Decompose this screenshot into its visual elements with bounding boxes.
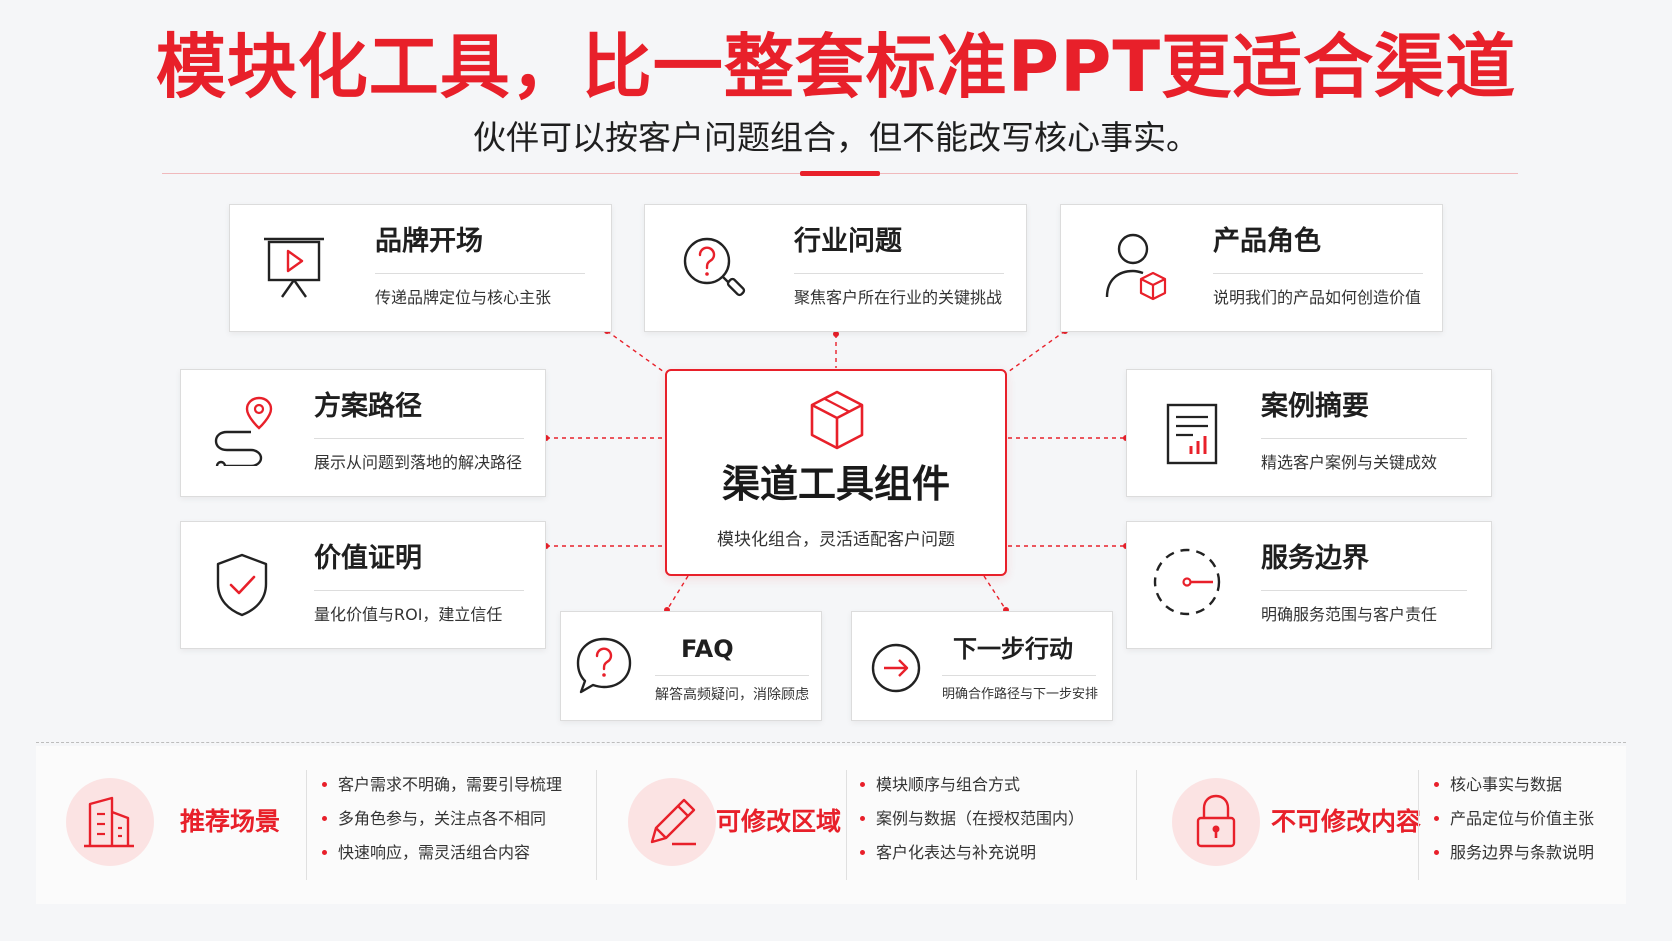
module-title: 案例摘要	[1261, 391, 1369, 422]
bottom-icon-circle	[1172, 778, 1260, 866]
module-desc: 聚焦客户所在行业的关键挑战	[794, 288, 1003, 307]
question-magnifier-icon	[683, 237, 746, 297]
bottom-section-locked: 不可修改内容 核心事实与数据 产品定位与价值主张 服务边界与条款说明	[1136, 746, 1626, 904]
center-title: 渠道工具组件	[721, 462, 950, 506]
center-desc: 模块化组合，灵活适配客户问题	[717, 530, 955, 550]
module-divider	[1261, 590, 1467, 591]
bottom-section-scenario: 推荐场景 客户需求不明确，需要引导梳理 多角色参与，关注点各不相同 快速响应，需…	[36, 746, 597, 904]
bottom-section-divider	[596, 770, 597, 880]
module-card-faq[interactable]: FAQ 解答高频疑问，消除顾虑	[560, 611, 822, 721]
bottom-section-title: 可修改区域	[716, 807, 842, 836]
bottom-section-divider	[1418, 770, 1419, 880]
module-desc: 精选客户案例与关键成效	[1261, 453, 1438, 472]
module-desc: 量化价值与ROI，建立信任	[314, 605, 503, 624]
route-pin-icon	[214, 396, 273, 466]
lock-icon	[1196, 794, 1236, 848]
list-item: 多角色参与，关注点各不相同	[320, 808, 562, 842]
page-title: 模块化工具，比一整套标准PPT更适合渠道	[155, 26, 1517, 108]
bottom-section-list: 模块顺序与组合方式 案例与数据（在授权范围内） 客户化表达与补充说明	[858, 774, 1084, 876]
module-card-service[interactable]: 服务边界 明确服务范围与客户责任	[1126, 521, 1492, 649]
module-desc: 明确服务范围与客户责任	[1261, 605, 1438, 624]
module-title: FAQ	[681, 635, 734, 663]
bottom-icon-circle	[628, 778, 716, 866]
list-item: 客户化表达与补充说明	[858, 842, 1084, 876]
title-divider-accent	[800, 171, 880, 176]
module-card-path[interactable]: 方案路径 展示从问题到落地的解决路径	[180, 369, 546, 497]
module-desc: 传递品牌定位与核心主张	[375, 288, 552, 307]
module-card-case[interactable]: 案例摘要 精选客户案例与关键成效	[1126, 369, 1492, 497]
page-subtitle: 伙伴可以按客户问题组合，但不能改写核心事实。	[473, 118, 1199, 157]
module-divider	[1261, 438, 1467, 439]
dashed-circle-icon	[1153, 548, 1221, 616]
building-icon	[84, 796, 134, 848]
module-title: 行业问题	[794, 226, 902, 257]
module-card-role[interactable]: 产品角色 说明我们的产品如何创造价值	[1060, 204, 1443, 332]
list-item: 核心事实与数据	[1432, 774, 1594, 808]
bottom-section-editable: 可修改区域 模块顺序与组合方式 案例与数据（在授权范围内） 客户化表达与补充说明	[596, 746, 1137, 904]
bottom-section-list: 核心事实与数据 产品定位与价值主张 服务边界与条款说明	[1432, 774, 1594, 876]
module-title: 价值证明	[314, 543, 422, 574]
bottom-section-list: 客户需求不明确，需要引导梳理 多角色参与，关注点各不相同 快速响应，需灵活组合内…	[320, 774, 562, 876]
module-divider	[655, 675, 809, 676]
module-divider	[314, 438, 524, 439]
module-card-next[interactable]: 下一步行动 明确合作路径与下一步安排	[851, 611, 1113, 721]
module-divider	[375, 273, 585, 274]
list-item: 快速响应，需灵活组合内容	[320, 842, 562, 876]
module-card-value[interactable]: 价值证明 量化价值与ROI，建立信任	[180, 521, 546, 649]
list-item: 案例与数据（在授权范围内）	[858, 808, 1084, 842]
module-title: 品牌开场	[375, 226, 483, 257]
chat-question-icon	[576, 637, 632, 694]
center-hub-card[interactable]: 渠道工具组件 模块化组合，灵活适配客户问题	[665, 369, 1007, 576]
module-card-brand[interactable]: 品牌开场 传递品牌定位与核心主张	[229, 204, 612, 332]
presentation-icon	[264, 237, 324, 298]
cube-icon	[810, 390, 864, 450]
bottom-icon-circle	[66, 778, 154, 866]
module-card-industry[interactable]: 行业问题 聚焦客户所在行业的关键挑战	[644, 204, 1027, 332]
bottom-section-title: 不可修改内容	[1271, 807, 1422, 836]
pencil-icon	[650, 798, 696, 846]
user-cube-icon	[1105, 233, 1167, 301]
bottom-section-title: 推荐场景	[180, 807, 281, 836]
list-item: 客户需求不明确，需要引导梳理	[320, 774, 562, 808]
module-desc: 展示从问题到落地的解决路径	[314, 453, 523, 472]
module-title: 产品角色	[1213, 226, 1321, 257]
module-desc: 明确合作路径与下一步安排	[942, 687, 1099, 702]
bottom-section-divider	[306, 770, 307, 880]
module-desc: 说明我们的产品如何创造价值	[1213, 288, 1422, 307]
module-title: 服务边界	[1261, 543, 1369, 574]
shield-check-icon	[216, 553, 268, 617]
list-item: 服务边界与条款说明	[1432, 842, 1594, 876]
arrow-circle-icon	[871, 643, 921, 693]
bottom-summary-band: 推荐场景 客户需求不明确，需要引导梳理 多角色参与，关注点各不相同 快速响应，需…	[36, 746, 1626, 904]
list-item: 产品定位与价值主张	[1432, 808, 1594, 842]
bottom-section-divider	[846, 770, 847, 880]
section-separator	[36, 742, 1626, 743]
module-divider	[314, 590, 524, 591]
report-chart-icon	[1166, 403, 1218, 465]
module-divider	[794, 273, 1004, 274]
module-title: 下一步行动	[953, 635, 1073, 663]
module-divider	[1213, 273, 1423, 274]
module-desc: 解答高频疑问，消除顾虑	[655, 687, 809, 703]
module-divider	[942, 675, 1096, 676]
list-item: 模块顺序与组合方式	[858, 774, 1084, 808]
bottom-section-divider	[1136, 770, 1137, 880]
module-title: 方案路径	[314, 391, 422, 422]
